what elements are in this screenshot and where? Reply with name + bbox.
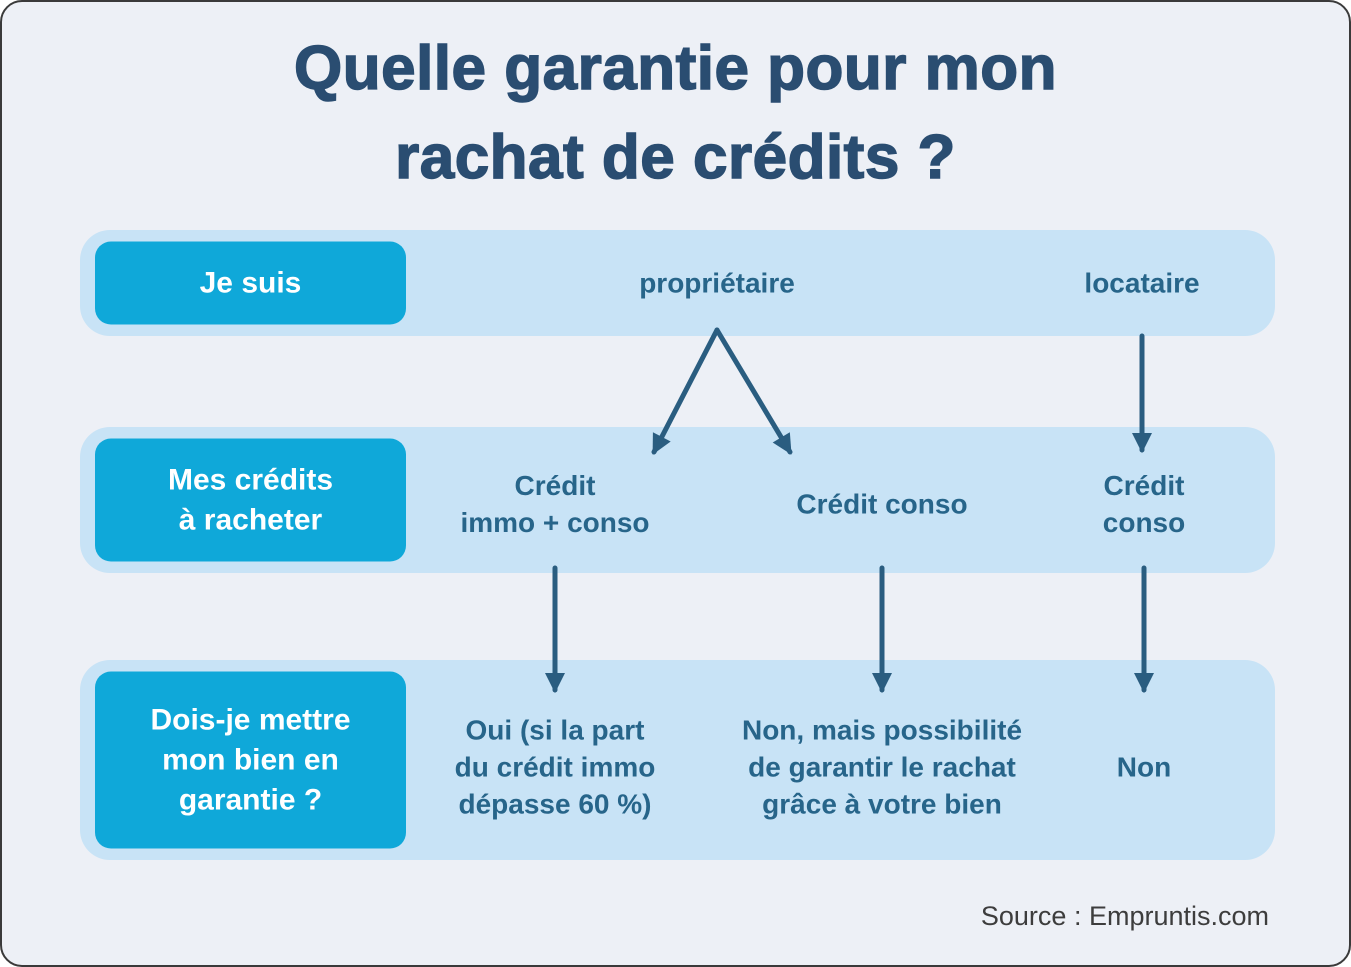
option-credit-conso-locataire: Crédit conso xyxy=(1102,470,1186,538)
option-credit-conso-proprietaire: Crédit conso xyxy=(796,488,968,520)
row-band-mes-credits: Mes crédits à racheter Crédit immo + con… xyxy=(80,427,1275,573)
row-header-je-suis-label: Je suis xyxy=(199,266,302,299)
answer-oui-si-part-credit-immo: Oui (si la part du crédit immo dépasse 6… xyxy=(454,714,656,820)
option-locataire: locataire xyxy=(1084,267,1200,299)
answer-non-mais-possibilite: Non, mais possibilité de garantir le rac… xyxy=(741,714,1023,820)
row-header-je-suis: Je suis xyxy=(95,241,406,325)
option-proprietaire: propriétaire xyxy=(639,267,795,299)
option-credit-immo-conso: Crédit immo + conso xyxy=(460,470,650,538)
page-title: Quelle garantie pour mon rachat de crédi… xyxy=(293,33,1057,193)
answer-non: Non xyxy=(1116,751,1172,783)
row-header-garantie-label: Dois-je mettre mon bien en garantie ? xyxy=(150,703,351,816)
row-band-garantie: Dois-je mettre mon bien en garantie ? Ou… xyxy=(80,660,1275,860)
row-header-mes-credits-label: Mes crédits à racheter xyxy=(167,463,334,536)
row-header-garantie: Dois-je mettre mon bien en garantie ? xyxy=(95,671,406,849)
row-band-je-suis: Je suis propriétaire locataire xyxy=(80,230,1275,336)
row-header-mes-credits: Mes crédits à racheter xyxy=(95,438,406,562)
source-credit: Source : Empruntis.com xyxy=(980,901,1269,931)
